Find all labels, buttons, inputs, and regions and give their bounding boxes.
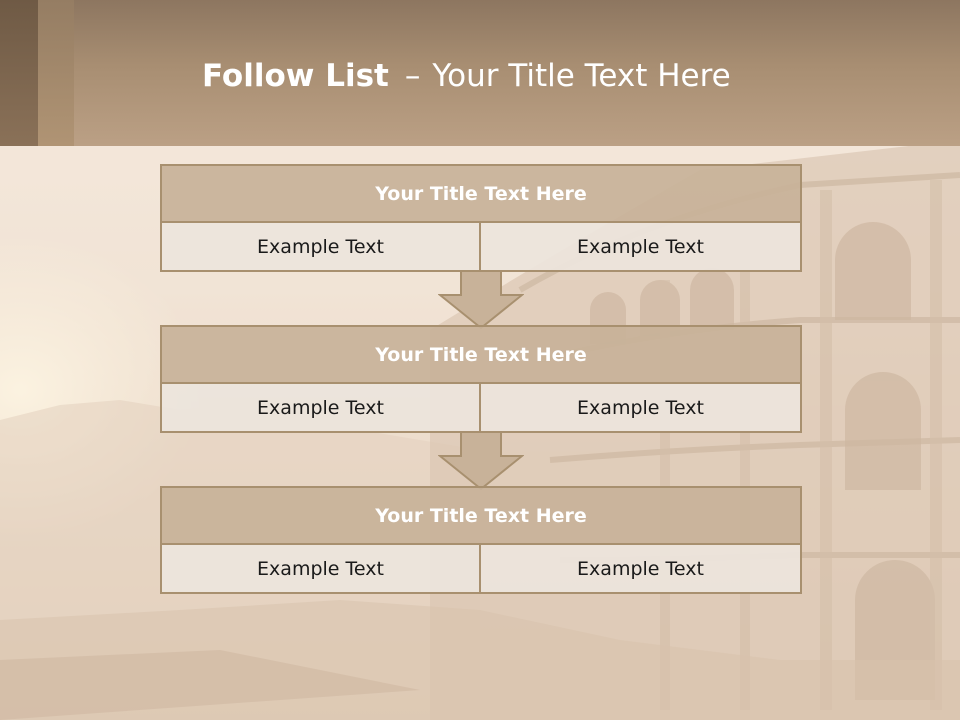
block-cell-left[interactable]: Example Text [160,221,481,272]
block-title[interactable]: Your Title Text Here [160,486,802,545]
block-cell-right[interactable]: Example Text [479,221,802,272]
block-title[interactable]: Your Title Text Here [160,325,802,384]
slide-title[interactable]: Follow List–Your Title Text Here [202,52,731,100]
list-block-1[interactable]: Your Title Text Here Example Text Exampl… [160,164,802,272]
block-cell-right[interactable]: Example Text [479,382,802,433]
block-cell-right[interactable]: Example Text [479,543,802,594]
down-arrow-icon [438,270,524,330]
list-block-3[interactable]: Your Title Text Here Example Text Exampl… [160,486,802,594]
slide-title-dash: – [404,58,421,94]
slide-title-rest: Your Title Text Here [432,58,731,94]
down-arrow-icon [438,431,524,491]
header-accent-stripe [0,0,38,146]
header-accent-stripe-light [38,0,74,146]
list-block-2[interactable]: Your Title Text Here Example Text Exampl… [160,325,802,433]
block-cell-left[interactable]: Example Text [160,543,481,594]
block-title[interactable]: Your Title Text Here [160,164,802,223]
header-band: Follow List–Your Title Text Here [0,0,960,146]
block-cell-left[interactable]: Example Text [160,382,481,433]
slide-title-bold: Follow List [202,58,389,94]
